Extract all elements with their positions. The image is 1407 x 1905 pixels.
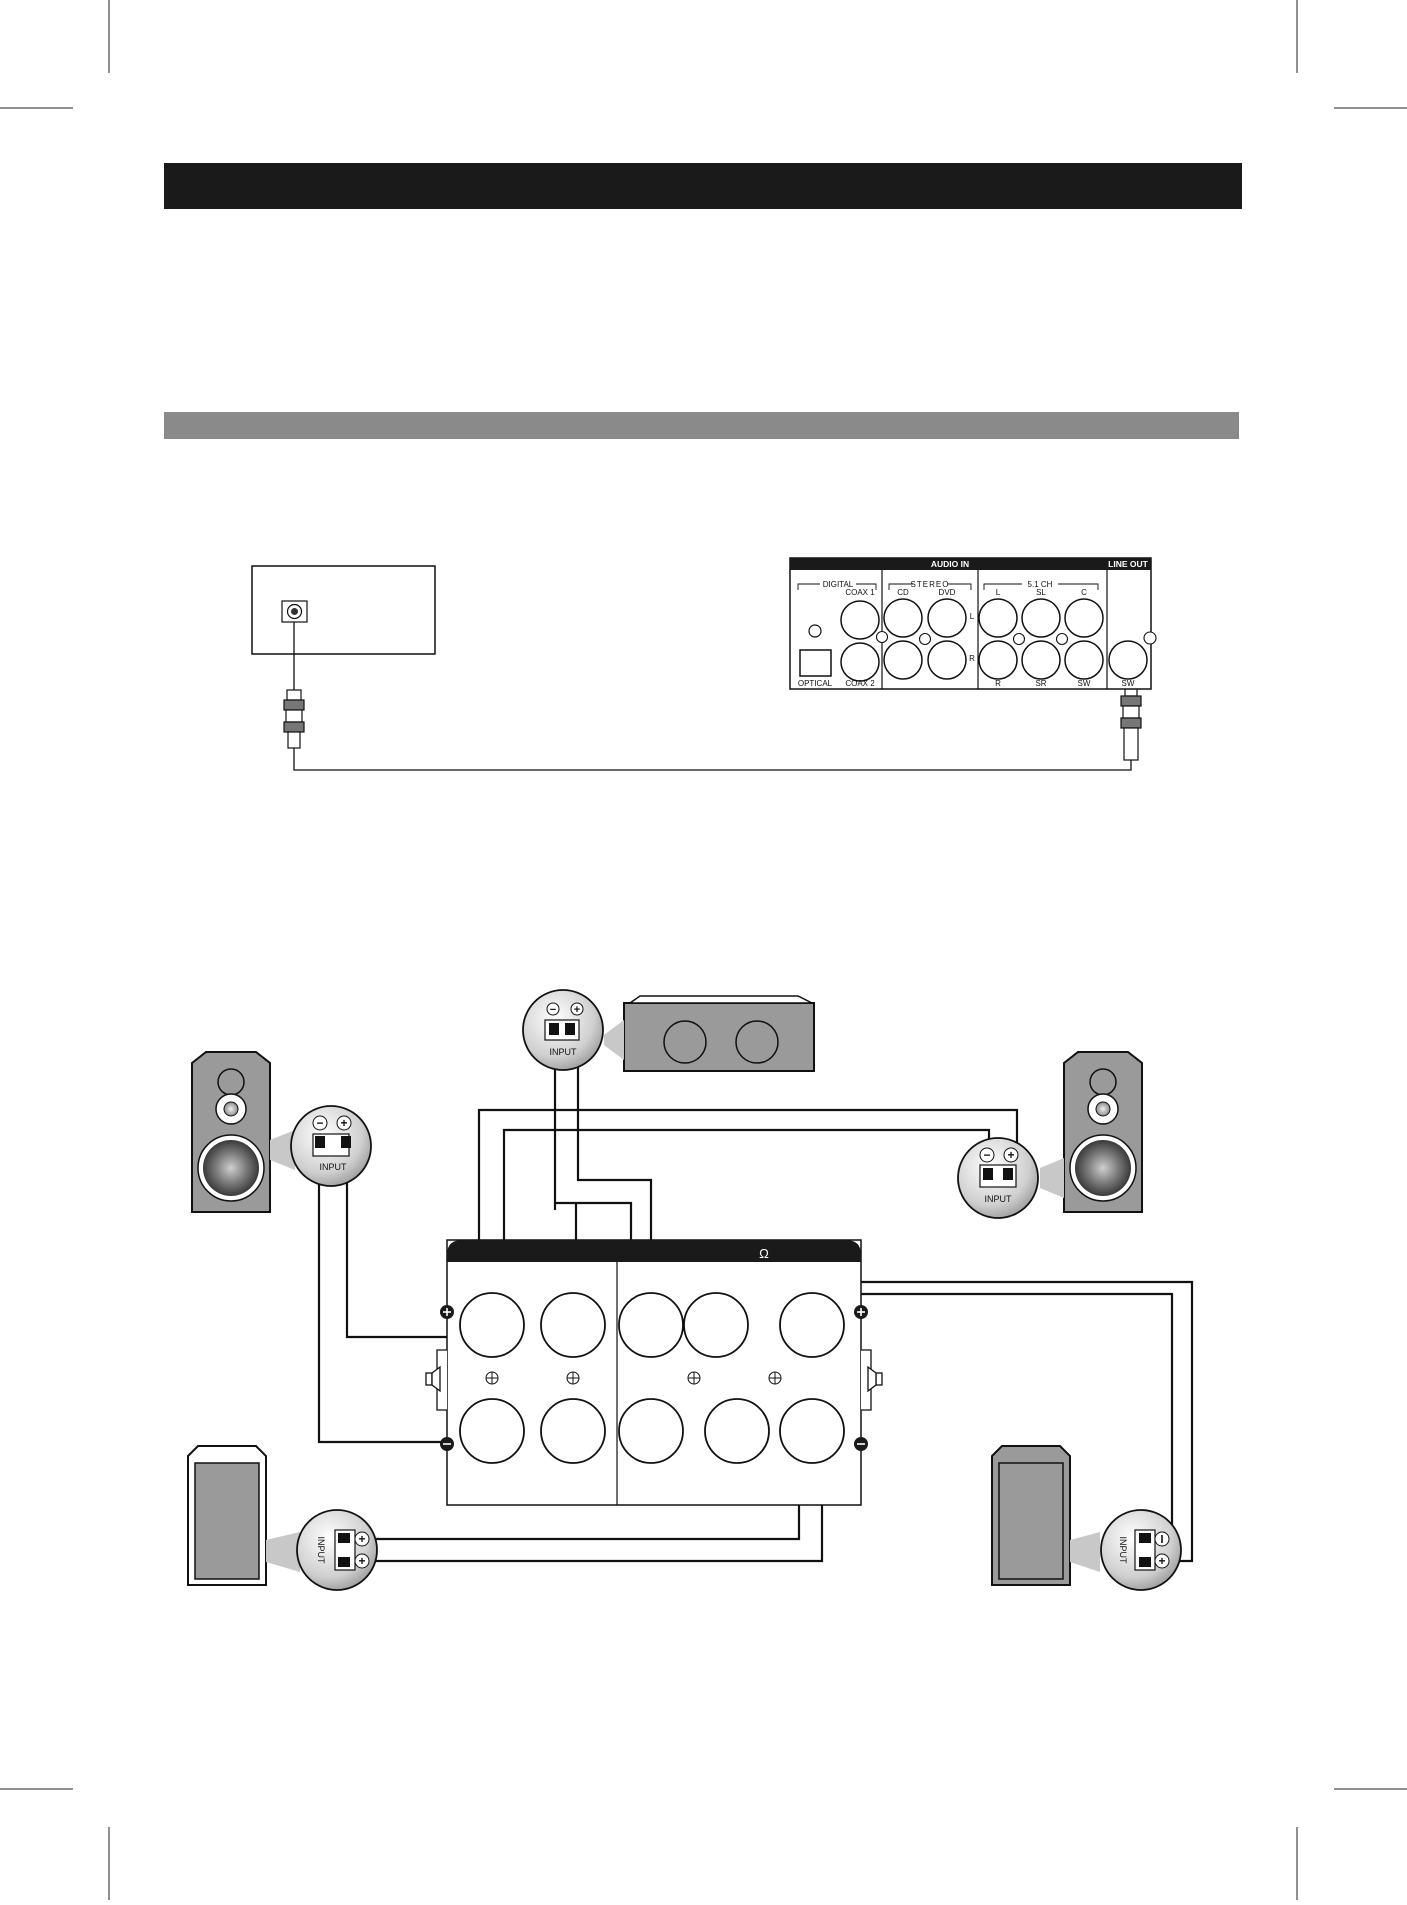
terminal-fl-minus — [459, 1398, 525, 1464]
stereo-group-label: STEREO — [911, 580, 950, 589]
center-plus: + — [574, 1004, 580, 1016]
fl-plus: + — [340, 1116, 347, 1130]
fr-input-label: INPUT — [985, 1194, 1013, 1204]
l-label: L — [996, 588, 1001, 597]
terminal-fr-plus — [540, 1292, 606, 1358]
c-label: C — [1081, 588, 1087, 597]
fr-minus: − — [983, 1148, 990, 1162]
line-out-label: LINE OUT — [1108, 559, 1148, 569]
coax2-label: COAX 2 — [845, 679, 875, 688]
front-left-input-knob: − + INPUT — [290, 1105, 372, 1187]
sw-jack — [1064, 640, 1104, 680]
fr-plus: + — [1007, 1148, 1014, 1162]
ch51-indicator-2 — [1055, 632, 1069, 646]
dvd-l-jack — [927, 598, 967, 638]
rl-input-label: INPUT — [316, 1537, 326, 1565]
terminal-screws — [485, 1371, 782, 1385]
front-left-speaker — [191, 1051, 271, 1213]
optical-label: OPTICAL — [798, 679, 833, 688]
dvd-label: DVD — [939, 588, 956, 597]
subheader-bar — [164, 412, 1239, 439]
coax1-label: COAX 1 — [845, 588, 875, 597]
terminal-sl-plus — [683, 1292, 749, 1358]
terminal-sl-minus — [704, 1398, 770, 1464]
line-out-screw — [1143, 631, 1157, 645]
rear-left-input-knob: + + INPUT — [296, 1509, 378, 1591]
front-right-input-knob: − + INPUT — [957, 1137, 1039, 1219]
line-out-sw-label: SW — [1122, 679, 1135, 688]
fl-input-label: INPUT — [320, 1162, 348, 1172]
terminal-fl-plus — [459, 1292, 525, 1358]
terminal-c-plus — [618, 1292, 684, 1358]
sr-label: SR — [1035, 679, 1046, 688]
stereo-side-l: L — [970, 612, 975, 621]
optical-jack — [799, 649, 832, 677]
digital-indicator — [808, 624, 822, 638]
coax1-jack — [840, 600, 880, 640]
l-jack — [978, 598, 1018, 638]
rear-panel: AUDIO IN LINE OUT DIGITAL COAX 1 COAX 2 … — [789, 557, 1157, 690]
sw-label: SW — [1078, 679, 1091, 688]
r-jack — [978, 640, 1018, 680]
panel-screw — [875, 630, 889, 644]
stereo-indicator — [918, 632, 932, 646]
rr-plus: + — [1158, 1554, 1165, 1568]
c-jack — [1064, 598, 1104, 638]
source-device — [251, 565, 436, 655]
line-out-sw-jack — [1108, 640, 1148, 680]
ch51-group-label: 5.1 CH — [1028, 580, 1053, 589]
cd-r-jack — [883, 640, 923, 680]
rl-plus-2: + — [358, 1554, 365, 1568]
terminal-polarity-markers — [440, 1305, 868, 1451]
center-input-knob: − + INPUT — [522, 989, 604, 1071]
center-input-label: INPUT — [550, 1047, 578, 1057]
terminal-c-minus — [618, 1398, 684, 1464]
sr-jack — [1021, 640, 1061, 680]
cd-l-jack — [883, 598, 923, 638]
sl-jack — [1021, 598, 1061, 638]
dvd-r-jack — [927, 640, 967, 680]
r-label: R — [995, 679, 1001, 688]
terminal-block: Ω — [425, 1239, 883, 1506]
audio-in-label: AUDIO IN — [931, 559, 969, 569]
rca-cable — [293, 622, 1132, 771]
terminal-sr-minus — [779, 1398, 845, 1464]
rear-right-input-knob: + INPUT — [1100, 1509, 1182, 1591]
digital-group-label: DIGITAL — [823, 580, 854, 589]
sl-label: SL — [1036, 588, 1046, 597]
ch51-indicator-1 — [1012, 632, 1026, 646]
center-speaker — [623, 995, 815, 1072]
terminal-fr-minus — [540, 1398, 606, 1464]
rca-plug-left — [283, 689, 305, 749]
ohm-symbol: Ω — [759, 1246, 769, 1261]
fl-minus: − — [316, 1116, 323, 1130]
terminal-sr-plus — [779, 1292, 845, 1358]
front-right-speaker — [1063, 1051, 1143, 1213]
speaker-side-icons — [425, 1349, 883, 1411]
input-shading — [266, 1020, 1100, 1572]
rl-plus-1: + — [358, 1532, 365, 1546]
coax2-jack — [840, 642, 880, 682]
stereo-side-r: R — [969, 654, 975, 663]
header-bar — [164, 163, 1242, 209]
rr-input-label: INPUT — [1118, 1537, 1128, 1565]
cd-label: CD — [897, 588, 909, 597]
center-minus: − — [550, 1004, 556, 1016]
rear-left-speaker — [187, 1445, 267, 1586]
rear-right-speaker — [991, 1445, 1071, 1586]
